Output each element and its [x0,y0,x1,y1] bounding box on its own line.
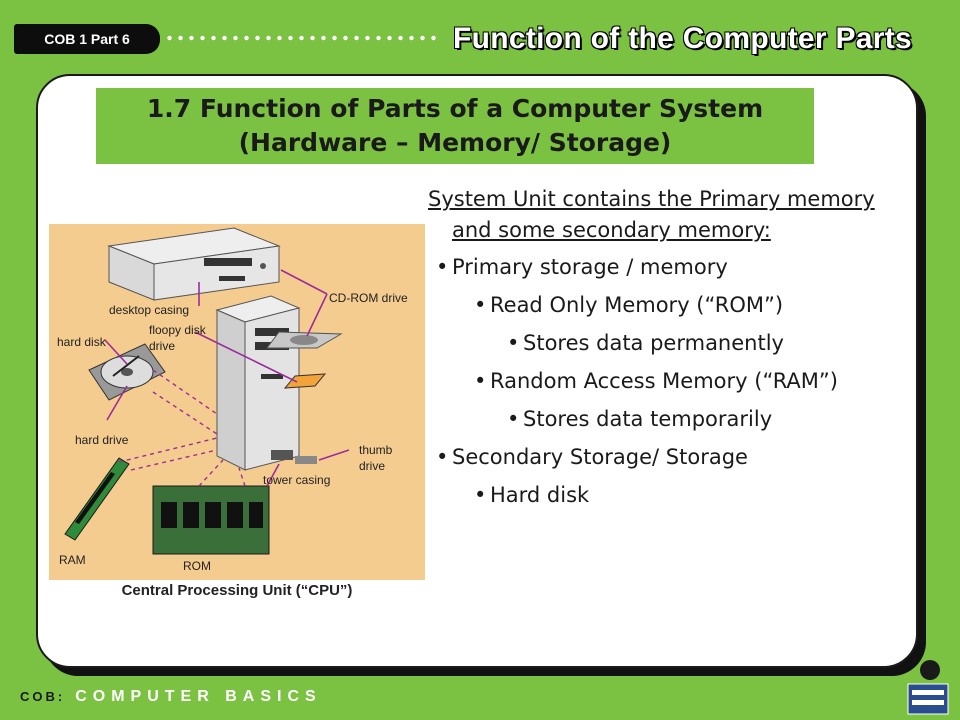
tower-casing-drawing [215,295,343,471]
dotted-divider [164,33,438,43]
label-hard-disk: hard disk [57,335,107,349]
hard-disk-drawing [88,343,166,401]
list-item: Random Access Memory (“RAM”) [428,366,898,397]
content-intro: System Unit contains the Primary memory … [428,187,875,242]
list-item: Hard disk [428,480,898,511]
list-item: Secondary Storage/ Storage [428,442,898,473]
computer-parts-illustration: desktop casing CD-ROM drive hard disk fl… [49,224,425,580]
list-item: Primary storage / memory [428,252,898,283]
slide-title-band: 1.7 Function of Parts of a Computer Syst… [96,88,814,164]
cpu-dashed-lines [118,369,246,487]
publisher-logo-icon [907,660,949,715]
label-floppy-line1: floopy disk [149,323,207,337]
rom-board-drawing [152,485,270,555]
content-list: System Unit contains the Primary memory … [428,184,898,518]
label-hard-drive: hard drive [75,433,129,447]
ram-drawing [64,457,130,541]
slide-title-line2: (Hardware – Memory/ Storage) [238,128,672,157]
label-thumb-line1: thumb [359,443,393,457]
label-thumb-line2: drive [359,459,385,473]
leader-lines [104,269,350,487]
publisher-logo [904,656,950,716]
label-desktop-casing: desktop casing [109,303,189,317]
label-ram: RAM [59,553,86,567]
list-item: Stores data permanently [428,328,898,359]
desktop-casing-drawing [107,227,281,301]
course-badge: COB 1 Part 6 [14,24,160,54]
header-title: Function of the Computer Parts [453,22,912,55]
footer-prefix: COB: [20,689,66,704]
label-floppy-line2: drive [149,339,175,353]
label-rom: ROM [183,559,211,573]
footer: COB: COMPUTER BASICS [20,688,322,706]
label-tower-casing: tower casing [263,473,330,487]
label-cdrom-drive: CD-ROM drive [329,291,408,305]
list-item: Stores data temporarily [428,404,898,435]
computer-parts-drawing: desktop casing CD-ROM drive hard disk fl… [57,227,408,573]
list-item: Read Only Memory (“ROM”) [428,290,898,321]
slide-title-line1: 1.7 Function of Parts of a Computer Syst… [146,94,764,123]
footer-text: COMPUTER BASICS [75,688,322,705]
figure-caption: Central Processing Unit (“CPU”) [121,582,353,599]
